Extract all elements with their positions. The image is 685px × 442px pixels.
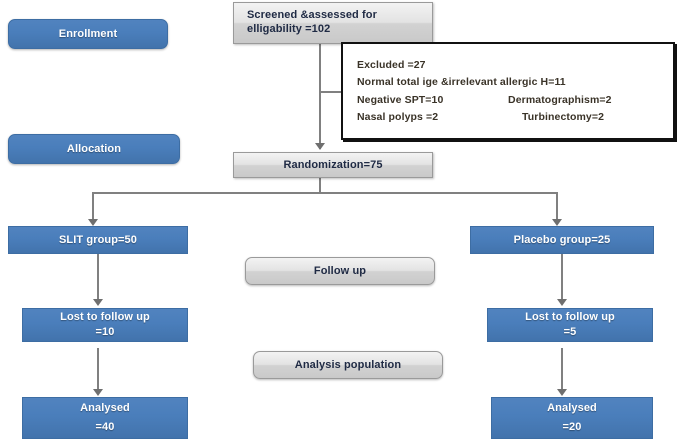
arrowhead-to-slit [88,219,98,226]
excluded-ige-text: Normal total ige &irrelevant allergic H=… [357,76,566,88]
arrowhead-to-lost-left [93,299,103,306]
connector-placebo-to-lost [561,254,563,304]
excluded-row-polyps: Nasal polyps =2 Turbinectomy=2 [357,112,673,123]
node-placebo-group[interactable]: Placebo group=25 [470,226,654,254]
excluded-dermatographism-text: Dermatographism=2 [508,93,612,106]
excluded-polyps-text: Nasal polyps =2 [357,111,439,123]
node-slit-group[interactable]: SLIT group=50 [8,226,188,254]
node-lost-to-follow-up-slit[interactable]: Lost to follow up =10 [22,308,188,342]
node-analysed-placebo[interactable]: Analysed =20 [491,397,653,439]
excluded-spt-text: Negative SPT=10 [357,93,444,106]
node-lost-to-follow-up-placebo[interactable]: Lost to follow up =5 [487,308,653,342]
node-randomization[interactable]: Randomization=75 [233,152,433,178]
node-analysed-left-line1: Analysed [80,402,130,415]
node-screened-line2: elligability =102 [247,23,331,35]
connector-screened-to-excluded [319,91,341,93]
excluded-total-text: Excluded =27 [357,58,426,71]
excluded-turbinectomy-text: Turbinectomy=2 [522,111,605,123]
stage-label-analysis-population[interactable]: Analysis population [253,351,443,379]
connector-split-bus [92,192,558,194]
node-screened-line1: Screened &assessed for [247,9,377,22]
node-analysed-left-line2: =40 [95,421,115,433]
arrowhead-to-analysed-left [93,389,103,396]
connector-bus-to-placebo [556,192,558,222]
node-analysed-right-line2: =20 [562,421,582,433]
node-placebo-group-text: Placebo group=25 [513,234,611,246]
connector-bus-to-slit [92,192,94,222]
stage-label-enrollment[interactable]: Enrollment [8,19,168,49]
node-analysed-slit[interactable]: Analysed =40 [22,397,188,439]
stage-label-analysis-population-text: Analysis population [294,359,402,371]
node-randomization-text: Randomization=75 [283,159,383,171]
node-lost-right-line2: =5 [563,326,577,338]
connector-randomization-down [319,178,321,192]
node-screened[interactable]: Screened &assessed for elligability =102 [233,2,433,44]
node-slit-group-text: SLIT group=50 [58,234,137,246]
stage-label-allocation[interactable]: Allocation [8,134,180,164]
stage-label-allocation-text: Allocation [66,143,122,155]
arrowhead-to-lost-right [557,299,567,306]
node-excluded[interactable]: Excluded =27 Normal total ige &irrelevan… [341,42,675,140]
stage-label-follow-up-text: Follow up [313,265,367,277]
connector-slit-to-lost [97,254,99,304]
connector-lost-to-analysed-right [561,348,563,394]
node-lost-left-line1: Lost to follow up [60,311,150,324]
stage-label-enrollment-text: Enrollment [58,28,118,40]
node-lost-left-line2: =10 [95,326,115,338]
excluded-row-spt: Negative SPT=10 Dermatographism=2 [357,93,673,106]
arrowhead-to-placebo [552,219,562,226]
stage-label-follow-up[interactable]: Follow up [245,257,435,285]
connector-screened-to-randomization [319,44,321,149]
connector-lost-to-analysed-left [97,348,99,394]
excluded-row-total: Excluded =27 [357,58,673,71]
excluded-row-ige: Normal total ige &irrelevant allergic H=… [357,77,673,88]
arrowhead-to-analysed-right [557,389,567,396]
node-lost-right-line1: Lost to follow up [525,311,615,324]
node-analysed-right-line1: Analysed [547,402,597,415]
arrowhead-to-randomization [315,143,325,150]
